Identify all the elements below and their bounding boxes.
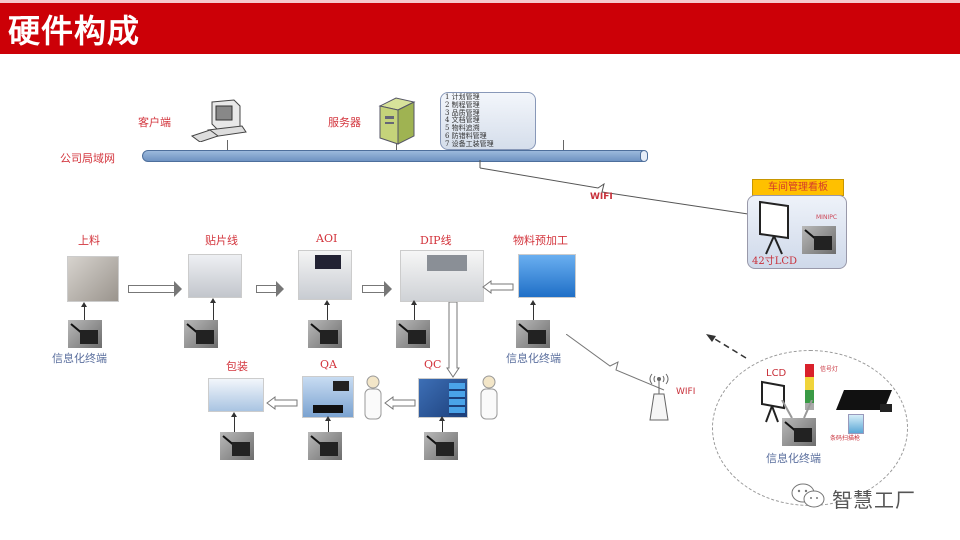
qa-microscope-image [302,376,354,418]
dip-machine-image [400,250,484,302]
watermark-text: 智慧工厂 [832,488,916,512]
module-item: 7 设备工装管理 [445,139,494,148]
lcd-size-label: 42寸LCD [752,256,798,267]
up-arrow [324,300,330,320]
inspector-person-icon [480,375,498,420]
terminal-icon [220,432,254,460]
inspector-person-icon [364,375,382,420]
station-label-qa: QA [320,358,337,371]
station-label-loading: 上料 [78,234,100,247]
up-arrow [231,412,237,432]
loading-rack-image [67,256,119,302]
wireless-link-line [566,334,665,391]
packing-table-image [208,378,264,412]
lcd-screen-icon [759,200,789,255]
module-item: 4 文档管理 [445,116,480,125]
flow-arrow [256,281,284,297]
qc-board-image [418,378,468,418]
wechat-icon [791,483,825,508]
module-item: 5 物料追溯 [445,124,480,133]
ap-wifi-label: WIFI [676,387,696,397]
up-arrow [411,300,417,320]
flow-arrow-down [446,302,460,378]
barcode-scanner-icon [848,414,864,434]
flow-arrow-left [384,396,416,410]
scanner-label: 条码扫描枪 [830,435,861,442]
smt-machine-image [188,254,242,298]
flow-arrow [362,281,392,297]
station-label-packing: 包装 [226,360,248,373]
lan-tap [563,140,564,150]
up-arrow [530,300,536,320]
station-label-preprocess: 物料预加工 [513,234,568,247]
station-label-qc: QC [424,358,442,371]
wifi-access-point-icon [649,373,669,421]
up-arrow [325,416,331,432]
module-list: 1 计划管理 2 制程管理 3 品质管理 4 文档管理 5 物料追溯 6 防错料… [440,92,536,150]
station-label-smt: 贴片线 [205,234,238,247]
server-icon [378,97,416,145]
terminal-icon [424,432,458,460]
terminal-icon [184,320,218,348]
dashed-arrow-up [706,334,747,359]
connector-lines [781,400,813,419]
detail-lcd-icon [761,380,785,423]
flow-arrow [128,281,182,297]
module-item: 3 品质管理 [445,108,480,117]
station-label-aoi: AOI [316,232,338,245]
terminal-icon [396,320,430,348]
client-computer-icon [190,99,247,142]
minipc-label: MINIPC [816,214,838,221]
terminal-icon [308,432,342,460]
detail-terminal-icon [782,418,816,446]
terminal-label: 信息化终端 [506,352,561,365]
minipc-icon [802,226,836,254]
page-title: 硬件构成 [8,12,141,50]
terminal-label: 信息化终端 [52,352,107,365]
server-label: 服务器 [328,116,361,129]
module-item: 2 制程管理 [445,100,480,109]
up-arrow [210,298,216,320]
lan-label: 公司局域网 [60,152,115,165]
client-link [227,140,228,150]
flow-arrow-left [482,280,514,294]
up-arrow [81,302,87,320]
terminal-icon [308,320,342,348]
aoi-machine-image [298,250,352,300]
terminal-icon [516,320,550,348]
flow-arrow-left [266,396,298,410]
wifi-link-line [479,160,749,215]
lan-bus-end [640,150,648,162]
detail-terminal-label: 信息化终端 [766,452,821,465]
detail-lcd-label: LCD [766,368,787,379]
signal-light-label: 信号灯 [820,366,839,373]
module-item: 1 计划管理 [445,93,480,101]
server-link [396,144,397,150]
board-title: 车间管理看板 [752,179,844,196]
up-arrow [439,416,445,432]
terminal-icon [68,320,102,348]
module-item: 6 防错料管理 [445,131,487,140]
header-bar [0,0,960,54]
station-label-dip: DIP线 [420,234,452,247]
keyboard-icon [836,390,892,412]
preprocess-machine-image [518,254,576,298]
wifi-label: WIFI [590,192,613,202]
client-label: 客户端 [138,116,171,129]
